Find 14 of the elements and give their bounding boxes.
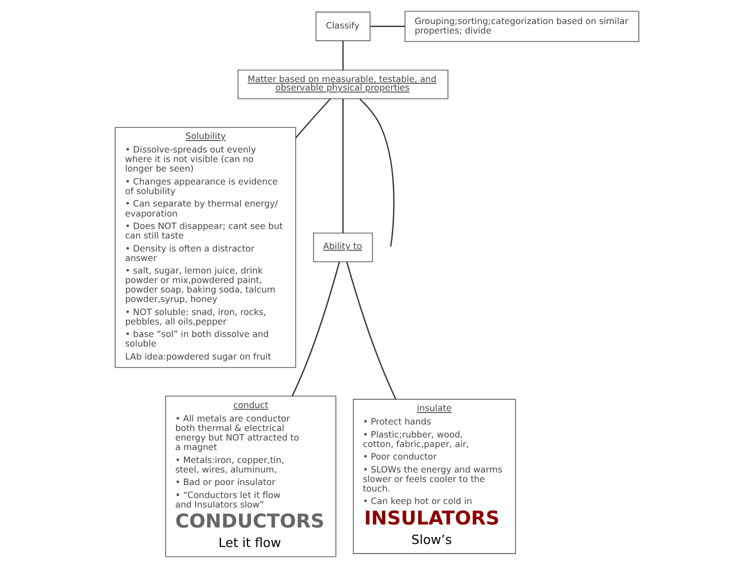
node-box: Matter based on measurable, testable, and observable physical properties	[237, 70, 448, 100]
node-box: conduct • All metals are conductor both thermal & electrical energy but NOT attracted to a magnet • Metals:iron, copper,tin, steel, wires, aluminum, • Bad or poor insulator • “Conductors let it flow and Insulators slow” CONDUCTORS Let it flow	[164, 396, 336, 558]
node-box: Solubility • Dissolve-spreads out evenly where it is not visible (can no longer be seen) • Changes appearance is evidence of solubility • Can separate by thermal energy/ evaporation • Does NOT disappear; cant see but can still taste • Density is often a distractor answer • salt, sugar, lemon juice, drink powder or mix,powdered paint, powder soap, baking soda, talcum powder,syrup, honey • NOT soluble: snad, iron, rocks, pebbles, all oils,pepper • base “sol” in both dissolve and soluble LAb idea:powdered sugar on fruit	[114, 126, 296, 368]
node-box: insulate • Protect hands • Plastic;rubber, wood, cotton, fabric,paper, air, • Poor conductor • SLOWs the energy and warms slower or feels cooler to the touch. • Can keep hot or cold in INSULATORS Slow’s	[352, 398, 516, 554]
connector	[294, 98, 330, 138]
node-box: Ability to	[312, 232, 372, 262]
connector	[291, 262, 340, 396]
connector	[342, 40, 344, 70]
node-box: Grouping;sorting;categorization based on similar properties; divide	[404, 10, 639, 42]
connector	[346, 262, 396, 400]
connector	[342, 98, 344, 233]
connector	[358, 98, 394, 247]
node-box: Classify	[315, 12, 370, 42]
connector	[370, 26, 404, 27]
